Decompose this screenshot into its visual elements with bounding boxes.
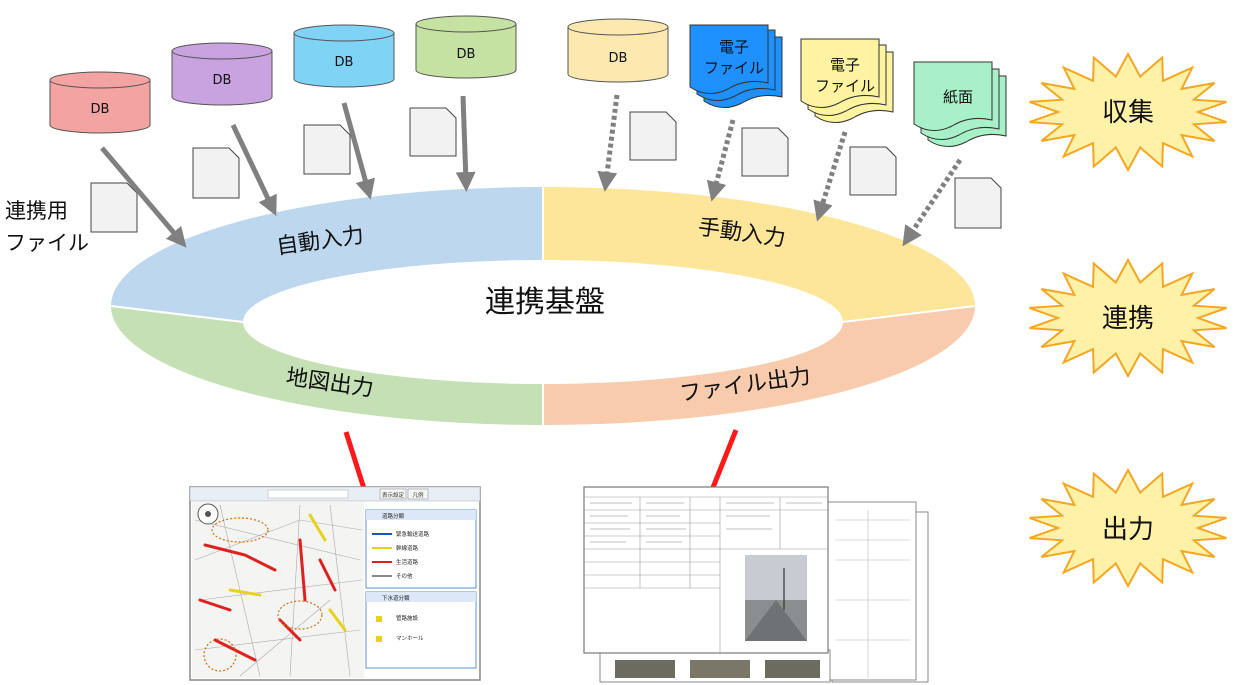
ring-manual-input-segment	[543, 187, 975, 322]
document-icon	[741, 127, 789, 177]
report-back-lines	[835, 510, 910, 678]
db-purple-label: DB	[213, 73, 232, 88]
document-icon	[849, 146, 897, 196]
map-legend-group-title: 道路分類	[382, 512, 405, 520]
document-icon	[192, 147, 240, 199]
electronic-file-yellow-line1: 電子	[830, 56, 860, 74]
arrow-db-yellow	[597, 94, 620, 192]
arrow-db-purple	[230, 123, 277, 217]
db-green-label: DB	[457, 47, 476, 62]
manual-input-arrows	[597, 94, 963, 247]
report-photo	[745, 555, 807, 641]
db-blue-cylinder: DB	[293, 24, 395, 88]
db-green-cylinder: DB	[415, 15, 517, 79]
ring-file-output-segment	[543, 306, 975, 425]
arrow-file-blue	[706, 119, 736, 202]
ring-auto-input-segment	[111, 187, 543, 322]
map-streets	[194, 504, 363, 677]
map-legend-item: マンホール	[396, 635, 424, 642]
map-legend-item: 緊急輸送道路	[396, 530, 430, 538]
map-routes-red	[198, 538, 337, 662]
report-form-grid	[584, 496, 828, 653]
db-yellow-label: DB	[609, 51, 628, 66]
map-toolbar-button-label: 表示設定	[382, 491, 405, 499]
ring-map-output-segment	[111, 306, 543, 425]
document-icon	[954, 177, 1002, 229]
arrow-db-blue	[341, 102, 375, 200]
stage-burst-collect: 収集	[1029, 51, 1227, 173]
map-zoom-control[interactable]	[197, 503, 219, 525]
map-search-bar	[267, 489, 349, 499]
document-icon	[303, 124, 351, 175]
stage-collect-label: 収集	[1102, 98, 1154, 128]
stage-output-label: 出力	[1102, 515, 1154, 545]
db-blue-label: DB	[335, 55, 354, 70]
stage-link-label: 連携	[1102, 304, 1154, 334]
map-legend-symbols	[376, 616, 382, 642]
map-legend-lines	[372, 533, 392, 577]
map-legend-item: その他	[396, 572, 413, 580]
arrow-paper	[902, 158, 963, 247]
map-legend-item: 生活道路	[396, 558, 419, 566]
stage-burst-output: 出力	[1029, 467, 1227, 589]
electronic-file-yellow-stack: 電子 ファイル	[800, 38, 894, 123]
paper-green-stack: 紙面	[913, 61, 1007, 147]
electronic-file-blue-line1: 電子	[719, 38, 749, 56]
arrow-db-red	[100, 146, 187, 248]
arrow-file-yellow	[813, 131, 848, 222]
stage-burst-link: 連携	[1029, 257, 1227, 379]
document-icon	[629, 111, 677, 161]
map-legend-item: 幹線道路	[396, 544, 419, 552]
db-yellow-cylinder: DB	[567, 18, 669, 83]
arrow-db-green	[455, 95, 476, 192]
map-legend-group-title: 下水道分類	[382, 594, 410, 602]
link-file-label-line2: ファイル	[5, 231, 89, 255]
map-toolbar-button	[379, 488, 407, 500]
map-toolbar-button-label: 凡例	[412, 491, 424, 499]
map-zones	[203, 517, 323, 672]
ring-center-label: 連携基盤	[485, 285, 605, 320]
map-legend-item: 管路施設	[396, 614, 419, 622]
auto-input-arrows	[100, 95, 476, 248]
document-icon	[90, 182, 138, 233]
document-icon	[409, 107, 457, 157]
report-text-lines	[590, 502, 822, 543]
link-file-label-line1: 連携用	[5, 199, 68, 223]
map-screenshot: 表示設定 凡例 道路分類	[189, 486, 481, 681]
electronic-file-yellow-line2: ファイル	[815, 77, 875, 95]
electronic-file-blue-line2: ファイル	[704, 59, 764, 77]
db-red-cylinder: DB	[49, 71, 151, 134]
electronic-file-blue-stack: 電子 ファイル	[689, 24, 783, 108]
paper-label: 紙面	[943, 88, 973, 106]
map-routes-yellow	[228, 513, 347, 632]
document-icons	[90, 107, 1002, 233]
db-purple-cylinder: DB	[171, 42, 273, 106]
integration-ring: 連携基盤 自動入力 手動入力 地図出力 ファイル出力	[110, 187, 976, 425]
map-legend-panel	[365, 591, 477, 669]
file-output-documents	[583, 486, 929, 683]
db-red-label: DB	[91, 102, 110, 117]
map-toolbar-button	[407, 488, 429, 500]
